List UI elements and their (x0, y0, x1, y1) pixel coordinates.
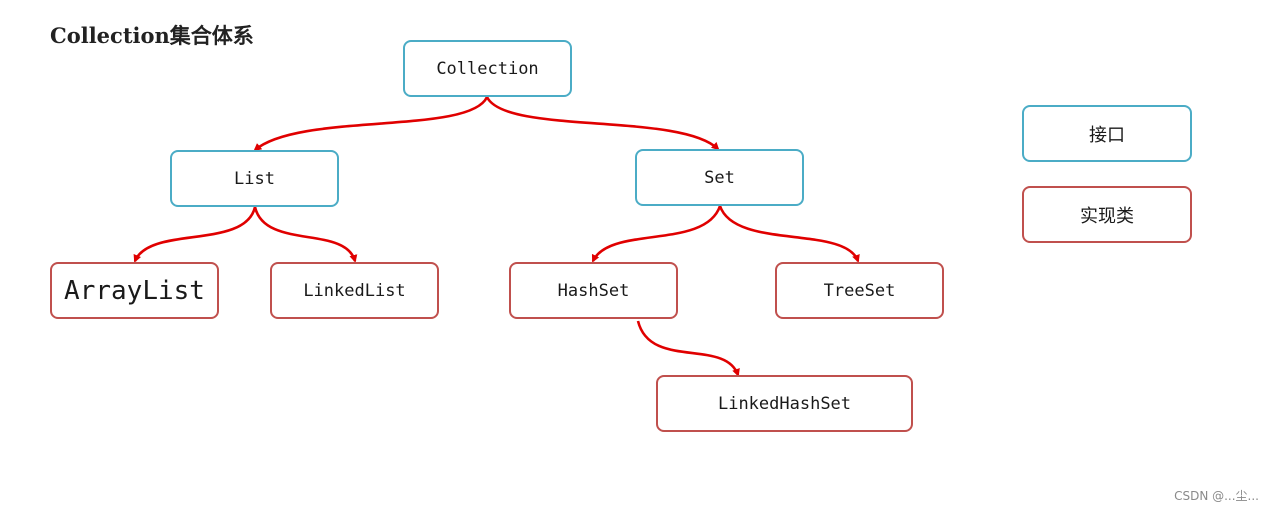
node-linkedhashset: LinkedHashSet (656, 375, 913, 432)
arrow-set-to-treeset (718, 205, 860, 263)
node-collection: Collection (403, 40, 572, 97)
legend-interface-label: 接口 (1089, 124, 1125, 146)
arrow-collection-to-set (485, 96, 720, 151)
arrow-list-to-linkedlist (253, 206, 358, 263)
node-treeset-label: TreeSet (823, 280, 896, 301)
node-set: Set (635, 149, 804, 206)
node-arraylist-label: ArrayList (64, 275, 205, 306)
arrow-list-to-arraylist (133, 206, 257, 263)
arrow-set-to-hashset (591, 205, 722, 263)
arrow-collection-to-list (253, 96, 489, 152)
node-linkedhashset-label: LinkedHashSet (717, 393, 852, 414)
legend-interface: 接口 (1022, 105, 1192, 162)
arrow-hashset-to-linkedhashset (636, 320, 740, 377)
node-linkedlist-label: LinkedList (303, 280, 406, 301)
node-hashset-label: HashSet (557, 280, 630, 301)
legend-impl: 实现类 (1022, 186, 1192, 243)
diagram-title: Collection集合体系 (50, 23, 254, 48)
watermark-text: CSDN @...尘... (1174, 489, 1259, 503)
node-set-label: Set (704, 167, 735, 188)
legend-impl-label: 实现类 (1080, 205, 1134, 227)
node-list: List (170, 150, 339, 207)
node-collection-label: Collection (436, 58, 539, 79)
node-arraylist: ArrayList (50, 262, 219, 319)
node-hashset: HashSet (509, 262, 678, 319)
node-treeset: TreeSet (775, 262, 944, 319)
node-linkedlist: LinkedList (270, 262, 439, 319)
node-list-label: List (234, 168, 275, 189)
